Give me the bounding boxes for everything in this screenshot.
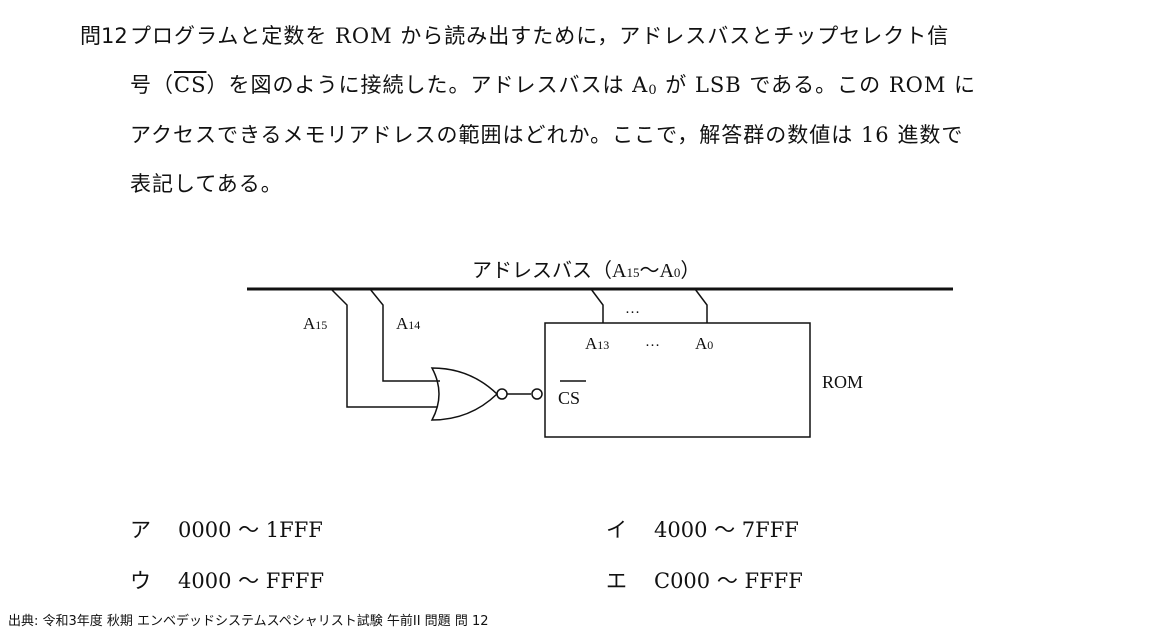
address-bus-label: アドレスバス（A15～A0）: [472, 259, 700, 282]
option-value: C000 ～ FFFF: [654, 569, 803, 593]
a0-wire: [694, 288, 708, 323]
option-value: 4000 ～ 7FFF: [654, 518, 799, 542]
subscript: 0: [648, 83, 658, 98]
option-key: エ: [606, 569, 627, 593]
pin-ellipsis: …: [645, 334, 660, 350]
option-u: ウ 4000 ～ FFFF: [130, 565, 324, 595]
a14-wire: [369, 288, 440, 382]
gate-inverter-bubble: [496, 388, 508, 400]
option-a: ア 0000 ～ 1FFF: [130, 514, 323, 544]
cs-label: CS: [558, 388, 580, 408]
rom-label: ROM: [822, 372, 863, 392]
a13-wire: [590, 288, 604, 323]
cs-signal: CS: [174, 73, 207, 97]
text: ）を図のように接続した。アドレスバスは A: [206, 73, 649, 97]
question-line-4: 表記してある。: [130, 172, 283, 196]
a14-label: A14: [396, 314, 420, 333]
cs-input-bubble: [531, 388, 543, 400]
or-gate: [430, 367, 499, 421]
option-i: イ 4000 ～ 7FFF: [606, 514, 799, 544]
option-value: 0000 ～ 1FFF: [178, 518, 323, 542]
option-key: イ: [606, 518, 627, 542]
option-key: ウ: [130, 569, 151, 593]
question-line-3: アクセスできるメモリアドレスの範囲はどれか。ここで，解答群の数値は 16 進数で: [130, 123, 964, 147]
option-key: ア: [130, 518, 151, 542]
a15-label: A15: [303, 314, 327, 333]
option-e: エ C000 ～ FFFF: [606, 565, 803, 595]
bus-ellipsis: …: [625, 301, 640, 317]
a15-wire: [330, 288, 437, 408]
question-number: 問12: [80, 24, 128, 48]
question-line-2: 号（CS）を図のように接続した。アドレスバスは A0 が LSB である。この …: [130, 69, 976, 99]
text: 号（: [130, 73, 174, 97]
rom-box: [544, 322, 811, 438]
question-line-1: プログラムと定数を ROM から読み出すために，アドレスバスとチップセレクト信: [130, 24, 950, 48]
a0-label: A0: [695, 334, 713, 353]
text: が LSB である。この ROM に: [657, 73, 977, 97]
source-citation: 出典: 令和3年度 秋期 エンベデッドシステムスペシャリスト試験 午前II 問題…: [8, 614, 489, 629]
option-value: 4000 ～ FFFF: [178, 569, 325, 593]
a13-label: A13: [585, 334, 609, 353]
